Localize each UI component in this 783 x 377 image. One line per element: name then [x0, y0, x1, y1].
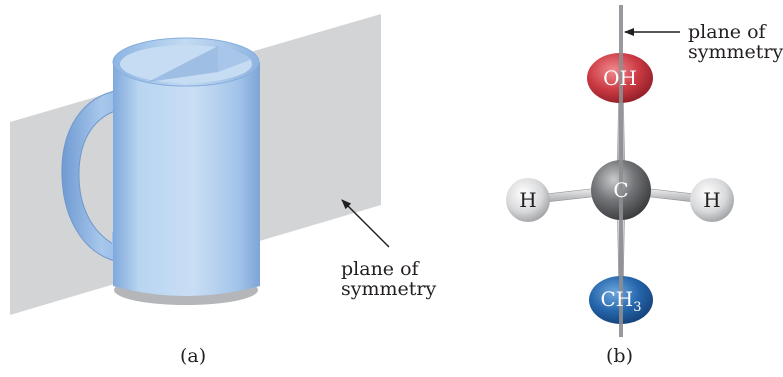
- symmetry-plane-b: [619, 5, 623, 337]
- plane-label-b: plane of symmetry: [688, 21, 783, 63]
- atom-label-h-right: H: [703, 188, 721, 212]
- atom-h-right: [690, 178, 734, 222]
- mug-body: [113, 62, 260, 296]
- plane-label-a: plane of symmetry: [341, 258, 437, 300]
- atom-label-ch3: CH3: [591, 288, 651, 319]
- atom-label-c: C: [613, 178, 629, 202]
- atom-label-h-left: H: [519, 188, 537, 212]
- plane-arrow-a: [341, 199, 390, 248]
- mug-inner-plane: [148, 46, 218, 82]
- atom-h-left: [506, 178, 550, 222]
- mug-inner-plane-face: [218, 46, 250, 72]
- atom-label-ch3-subscript: 3: [633, 300, 642, 315]
- atom-label-ch3-main: CH: [600, 287, 634, 311]
- caption-b: (b): [606, 345, 633, 367]
- caption-a: (a): [180, 345, 207, 367]
- atom-label-oh: OH: [603, 66, 637, 90]
